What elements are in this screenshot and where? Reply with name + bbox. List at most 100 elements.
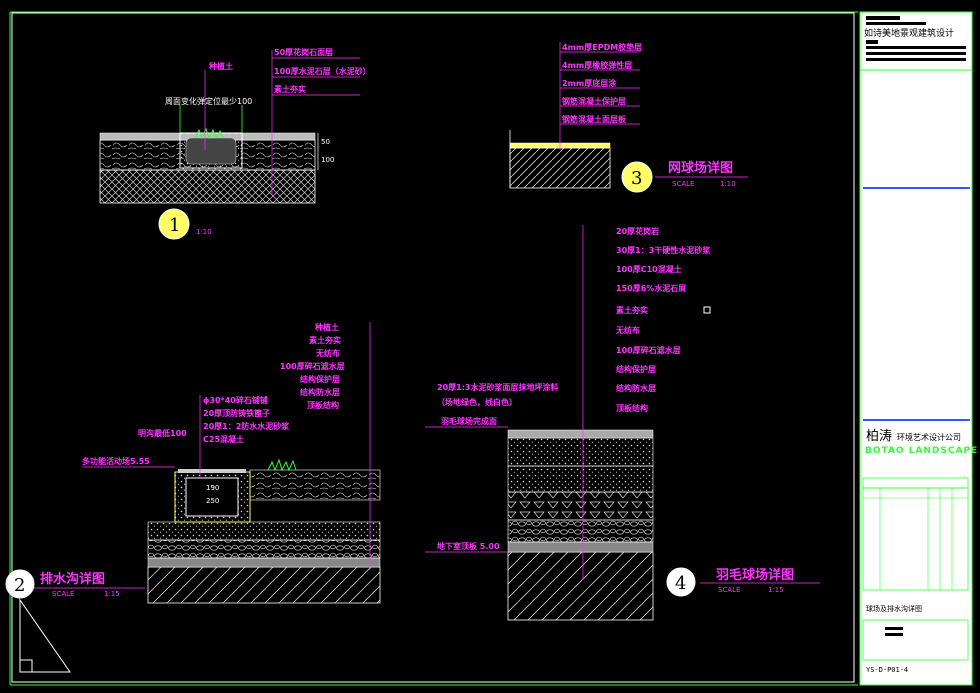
d2-label-gap: 明沟最低100 — [138, 428, 187, 438]
d4-slab — [507, 551, 654, 621]
d2-bottom-slab — [147, 566, 381, 604]
d4-label-base: 地下室顶板 5.00 — [437, 541, 500, 551]
d1-number: 1 — [169, 215, 180, 236]
d4-number-bubble — [666, 567, 696, 597]
d1-soil-hatch — [99, 169, 316, 204]
d4-label-coat1: 20厚1:3水泥砂浆面层抹地坪涂料 — [437, 382, 558, 392]
d2-soil-layer — [147, 521, 381, 541]
d1-note: 周面变化弹定位最少100 — [165, 96, 252, 106]
d4-label-compacted: 素土夯实 — [616, 305, 648, 315]
d2-label-concrete: C25混凝土 — [203, 434, 244, 444]
d4-label-gravel: 100厚碎石滤水层 — [616, 345, 681, 355]
d4-mortar — [507, 437, 654, 467]
d2-label-compacted: 素土夯实 — [309, 335, 341, 345]
d2-label-protect: 结构保护层 — [300, 374, 340, 384]
d4-label-coat2: （场地绿色，线白色） — [437, 397, 517, 407]
d1-number-bubble — [158, 208, 190, 240]
tb-bar-3 — [866, 40, 878, 44]
d4-label-roof: 顶板结构 — [616, 403, 648, 413]
d2-scale: 1:15 — [104, 590, 120, 598]
d2-label-mortar: 20厚1：2防水水泥砂浆 — [203, 421, 290, 431]
title-block-frame — [859, 11, 973, 686]
d2-grass — [267, 458, 297, 472]
d4-concrete — [507, 465, 654, 493]
cad-cursor-pickbox[interactable] — [703, 306, 711, 314]
d1-label-planting-soil: 种植土 — [208, 61, 233, 71]
tb-drawing-name: 球场及排水沟详图 — [866, 604, 922, 613]
detail-1-section: 种植土 50厚花岗石面层 100厚水泥石层（水泥砂） 素土夯实 周面变化弹定位最… — [99, 47, 371, 240]
tb-bar-2 — [866, 22, 926, 25]
d2-label-roof: 顶板结构 — [307, 400, 339, 410]
d2-label-geotextile: 无纺布 — [315, 348, 340, 358]
d2-number: 2 — [14, 575, 25, 596]
inner-border — [11, 12, 855, 683]
d2-label-gravel: 100厚碎石滤水层 — [280, 361, 345, 371]
d4-surface — [507, 429, 654, 439]
d3-label-primer: 2mm厚底层涂 — [562, 78, 617, 88]
d2-dim-190: 190 — [206, 484, 219, 492]
d3-label-protect: 钢筋混凝土保护层 — [562, 96, 626, 106]
d2-label-soil: 种植土 — [314, 322, 339, 332]
d4-label-geotextile: 无纺布 — [615, 325, 640, 335]
d4-scale-label: SCALE — [718, 586, 740, 594]
d2-title: 排水沟详图 — [40, 571, 105, 587]
tb-company-top: 如诗美地景观建筑设计 — [864, 27, 954, 39]
d3-label-epdm: 4mm厚EPDM胶垫层 — [562, 42, 642, 52]
tb-bar-5 — [866, 52, 966, 55]
d2-label-level: 多功能活动场5.55 — [82, 456, 150, 466]
d2-number-bubble — [5, 569, 35, 599]
d3-number-bubble — [621, 161, 653, 193]
d1-label-granite: 50厚花岗石面层 — [274, 47, 333, 57]
d2-protect-layer — [147, 557, 381, 568]
d3-number: 3 — [631, 168, 642, 189]
tb-bar-6 — [866, 58, 966, 61]
d1-dim-100: 100 — [321, 156, 334, 164]
tb-sign-bar-1 — [885, 627, 903, 630]
d4-title: 羽毛球场详图 — [716, 567, 794, 583]
detail-4-section: 20厚花岗岩 30厚1：3干硬性水泥砂浆 100厚C10混凝土 150厚6%水泥… — [425, 225, 820, 621]
tb-revision-table — [862, 487, 969, 591]
d4-number: 4 — [675, 573, 686, 594]
d3-slab-hatch — [509, 147, 611, 189]
d4-protect — [507, 541, 654, 553]
d4-label-stone: 150厚6%水泥石屑 — [616, 283, 686, 293]
d3-title: 网球场详图 — [668, 160, 733, 176]
ucs-axis-icon — [19, 598, 71, 673]
d4-label-concrete: 100厚C10混凝土 — [616, 264, 682, 274]
d1-plant — [194, 127, 224, 140]
d3-scale: 1:10 — [720, 180, 736, 188]
d2-label-stone-fill: ϕ30*40碎石铺铺 — [203, 395, 268, 405]
d4-gravel — [507, 519, 654, 543]
tb-sign-table — [862, 619, 969, 661]
tb-bar-1 — [866, 16, 900, 20]
d4-label-granite: 20厚花岗岩 — [616, 226, 659, 236]
d4-label-edge: 羽毛球场完成面 — [441, 416, 497, 426]
d2-channel — [185, 477, 239, 517]
d1-scale: 1:10 — [196, 228, 212, 236]
detail-2-section: 种植土 素土夯实 无纺布 100厚碎石滤水层 结构保护层 结构防水层 顶板结构 … — [5, 322, 381, 673]
d3-scale-label: SCALE — [672, 180, 694, 188]
title-block: 如诗美地景观建筑设计 柏涛 环境艺术设计公司 BOTAO LANDSCAPE 球… — [859, 11, 978, 686]
d2-label-grate: 20厚顶防铸铁篦子 — [203, 408, 270, 418]
d4-lime-stone — [507, 491, 654, 521]
d2-grate — [178, 469, 246, 473]
d4-label-mortar: 30厚1：3干硬性水泥砂浆 — [616, 245, 711, 255]
tb-company-cn: 柏涛 — [866, 428, 892, 444]
d1-label-compacted: 素土夯实 — [274, 84, 306, 94]
d4-scale: 1:15 — [768, 586, 784, 594]
tb-bar-4 — [866, 46, 966, 49]
tb-company-en: BOTAO LANDSCAPE — [865, 446, 978, 456]
tb-drawing-no: YS-D-P01-4 — [866, 666, 908, 674]
d2-scale-label: SCALE — [52, 590, 74, 598]
d1-planter — [185, 137, 237, 165]
d2-dim-250: 250 — [206, 497, 219, 505]
d3-label-slab: 钢筋混凝土面层板 — [562, 114, 627, 124]
tb-company-cn-sub: 环境艺术设计公司 — [897, 432, 961, 442]
d1-dim-50: 50 — [321, 138, 330, 146]
detail-3-section: 4mm厚EPDM胶垫层 4mm厚橡胶弹性层 2mm厚底层涂 钢筋混凝土保护层 钢… — [509, 42, 748, 193]
d4-label-waterproof: 结构防水层 — [616, 383, 656, 393]
d3-label-rubber: 4mm厚橡胶弹性层 — [562, 60, 632, 70]
d2-gravel-layer — [147, 539, 381, 559]
tb-sign-bar-2 — [885, 633, 903, 636]
